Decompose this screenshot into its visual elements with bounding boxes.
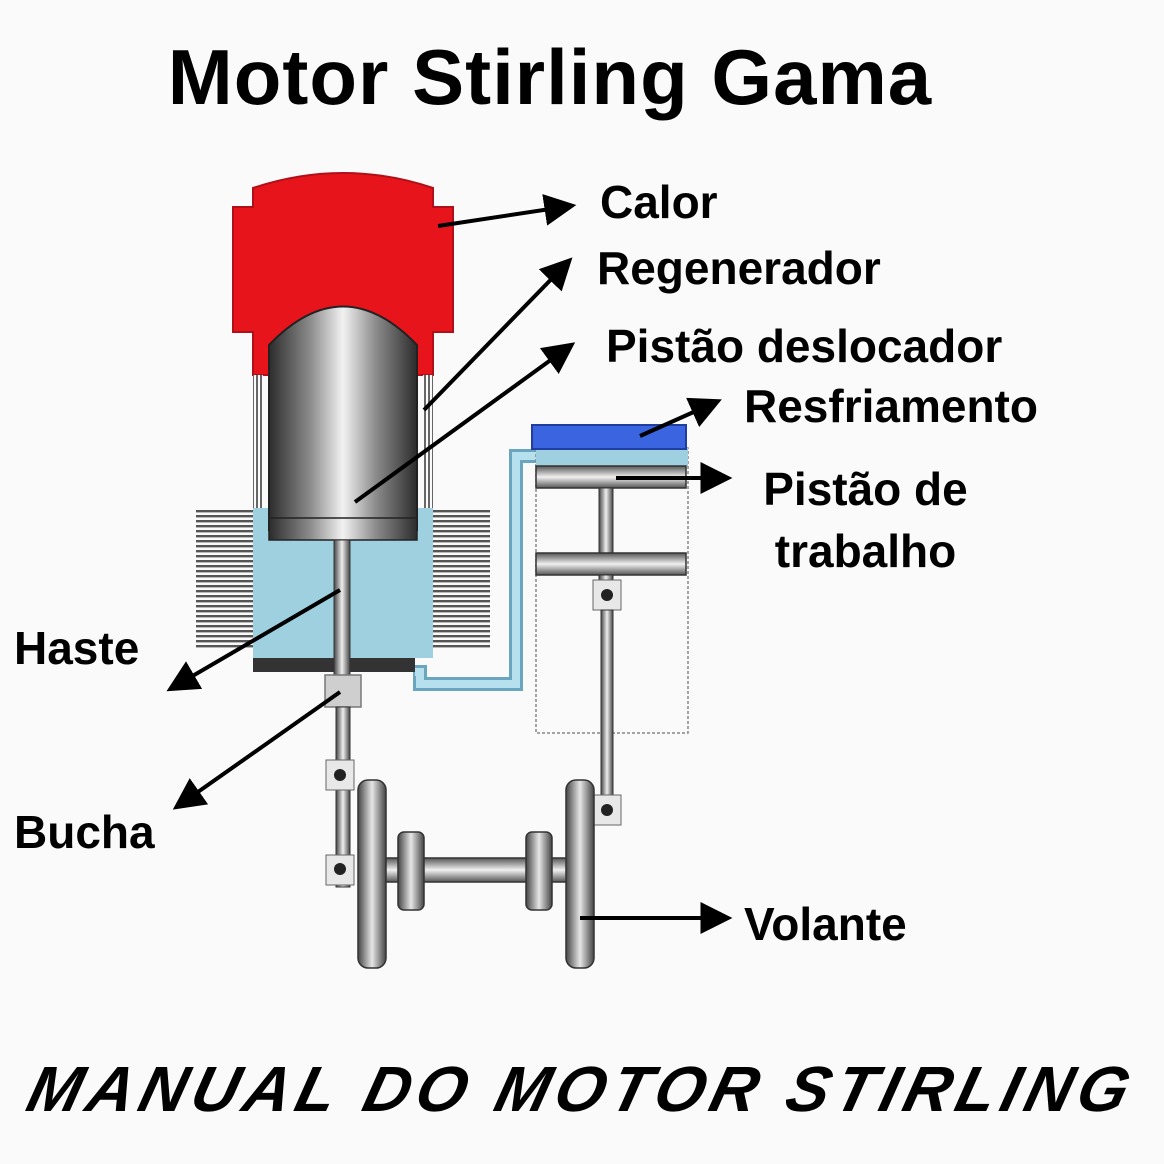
- label-regenerador: Regenerador: [597, 242, 881, 294]
- arrow-resfriamento: [639, 397, 722, 438]
- flywheel-assembly: [357, 779, 595, 969]
- displacer-piston: [268, 305, 418, 531]
- bushing: [324, 674, 362, 708]
- power-gas-space: [536, 448, 688, 466]
- heat-head: [232, 172, 454, 376]
- regenerator-wall-left: [253, 375, 263, 510]
- arrow-haste: [166, 588, 342, 692]
- label-pistao-de-trabalho-line1: Pistão de: [763, 463, 968, 515]
- flywheel-left: [357, 779, 387, 969]
- cooling-plate: [531, 424, 687, 450]
- pointer-arrows: [166, 194, 733, 934]
- displacer-rod: [333, 539, 351, 676]
- arrow-pistao-deslocador: [353, 342, 576, 504]
- flywheel-right: [565, 779, 595, 969]
- footer-brand: MANUAL DO MOTOR STIRLING: [20, 1053, 1144, 1125]
- transfer-tube: [413, 449, 536, 691]
- arrow-calor: [437, 194, 577, 228]
- label-pistao-de-trabalho-line2: trabalho: [774, 525, 957, 577]
- arrow-bucha: [172, 690, 342, 810]
- displacer-cylinder: [196, 172, 490, 888]
- regenerator-wall-right: [423, 375, 433, 510]
- label-volante: Volante: [744, 898, 907, 950]
- arrow-regenerador: [422, 257, 573, 412]
- label-resfriamento: Resfriamento: [744, 380, 1038, 432]
- cooling-fins-right: [433, 510, 490, 650]
- power-cylinder: [531, 424, 689, 826]
- label-bucha: Bucha: [14, 806, 155, 858]
- label-pistao-deslocador: Pistão deslocador: [606, 320, 1003, 372]
- label-pistao-de-trabalho: Pistão de trabalho: [748, 458, 983, 582]
- label-calor: Calor: [600, 176, 718, 228]
- cooling-fins-left: [196, 510, 253, 650]
- diagram-title: Motor Stirling Gama: [167, 33, 933, 121]
- displacer-linkage: [325, 759, 355, 886]
- label-haste: Haste: [14, 622, 140, 674]
